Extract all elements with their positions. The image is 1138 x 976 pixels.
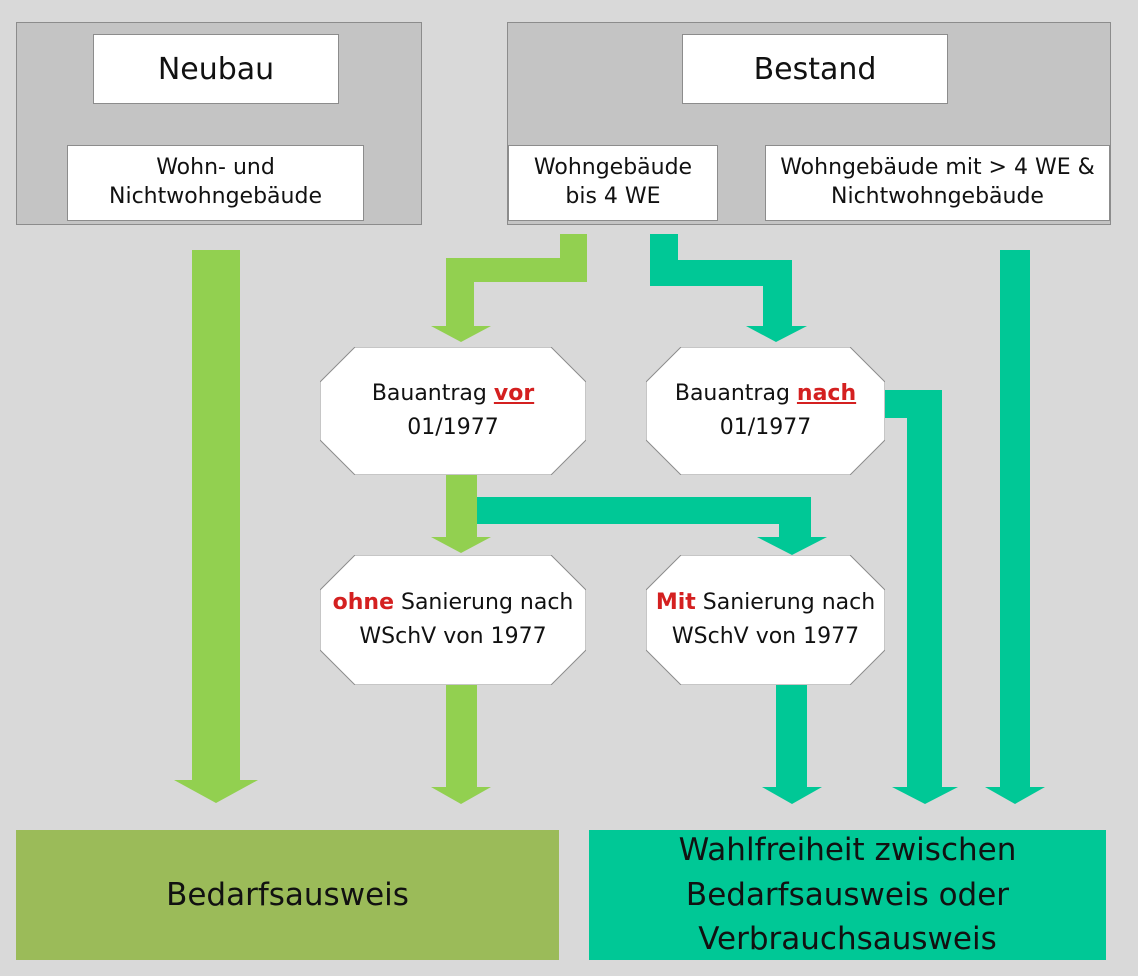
mit-line2: WSchV von 1977 — [671, 624, 860, 649]
decision-bauantrag-nach: Bauantrag nach 01/1977 — [646, 347, 885, 475]
result-bedarfsausweis: Bedarfsausweis — [16, 830, 559, 960]
arrow-nach-to-wahl — [884, 390, 958, 804]
neubau-building-types: Wohn- und Nichtwohngebäude — [67, 145, 364, 221]
arrow-neubau-to-bedarf — [174, 250, 258, 803]
arrow-gt4we-to-wahl — [985, 250, 1045, 804]
arrow-vor-to-ohne — [431, 474, 491, 553]
ohne-rest: Sanierung nach — [393, 589, 574, 615]
state-mit-sanierung: Mit Sanierung nach WSchV von 1977 — [646, 555, 885, 685]
mit-rest: Sanierung nach — [695, 589, 876, 615]
vor-highlight: vor — [493, 380, 535, 406]
bestand-title: Bestand — [682, 34, 948, 104]
arrow-ohne-to-bedarf — [431, 684, 491, 804]
arrow-bis4we-to-vor — [431, 234, 587, 342]
neubau-title: Neubau — [93, 34, 339, 104]
nach-date: 01/1977 — [719, 415, 812, 440]
mit-highlight: Mit — [655, 589, 696, 615]
octagon-shape — [646, 347, 885, 475]
nach-prefix: Bauantrag — [674, 380, 797, 406]
result-right-line3: Verbrauchsausweis — [698, 921, 997, 958]
octagon-shape — [320, 555, 586, 685]
bestand-bis-4-we: Wohngebäude bis 4 WE — [508, 145, 718, 221]
neubau-subtitle-line2: Nichtwohngebäude — [109, 184, 322, 209]
bestand-right-line2: Nichtwohngebäude — [831, 184, 1044, 209]
state-ohne-sanierung: ohne Sanierung nach WSchV von 1977 — [320, 555, 586, 685]
octagon-shape — [320, 347, 586, 475]
ohne-highlight: ohne — [332, 589, 394, 615]
arrow-vor-to-mit — [477, 497, 827, 555]
bestand-left-line2: bis 4 WE — [565, 184, 661, 209]
nach-highlight: nach — [796, 380, 857, 406]
ohne-line2: WSchV von 1977 — [359, 624, 547, 649]
vor-date: 01/1977 — [407, 415, 499, 440]
bestand-right-line1: Wohngebäude mit > 4 WE & — [780, 155, 1095, 181]
result-left-text: Bedarfsausweis — [166, 876, 409, 913]
neubau-title-text: Neubau — [157, 51, 275, 87]
octagon-shape — [646, 555, 885, 685]
neubau-subtitle-line1: Wohn- und — [156, 155, 275, 181]
vor-prefix: Bauantrag — [371, 380, 494, 406]
result-right-line2: Bedarfsausweis oder — [685, 876, 1010, 913]
arrow-bis4we-to-nach — [650, 234, 807, 342]
bestand-ueber-4-we: Wohngebäude mit > 4 WE & Nichtwohngebäud… — [765, 145, 1110, 221]
decision-bauantrag-vor: Bauantrag vor 01/1977 — [320, 347, 586, 475]
result-wahlfreiheit: Wahlfreiheit zwischen Bedarfsausweis ode… — [589, 830, 1106, 960]
bestand-left-line1: Wohngebäude — [533, 155, 693, 181]
arrow-mit-to-wahl — [762, 684, 822, 804]
bestand-title-text: Bestand — [753, 51, 877, 87]
result-right-line1: Wahlfreiheit zwischen — [678, 831, 1017, 868]
